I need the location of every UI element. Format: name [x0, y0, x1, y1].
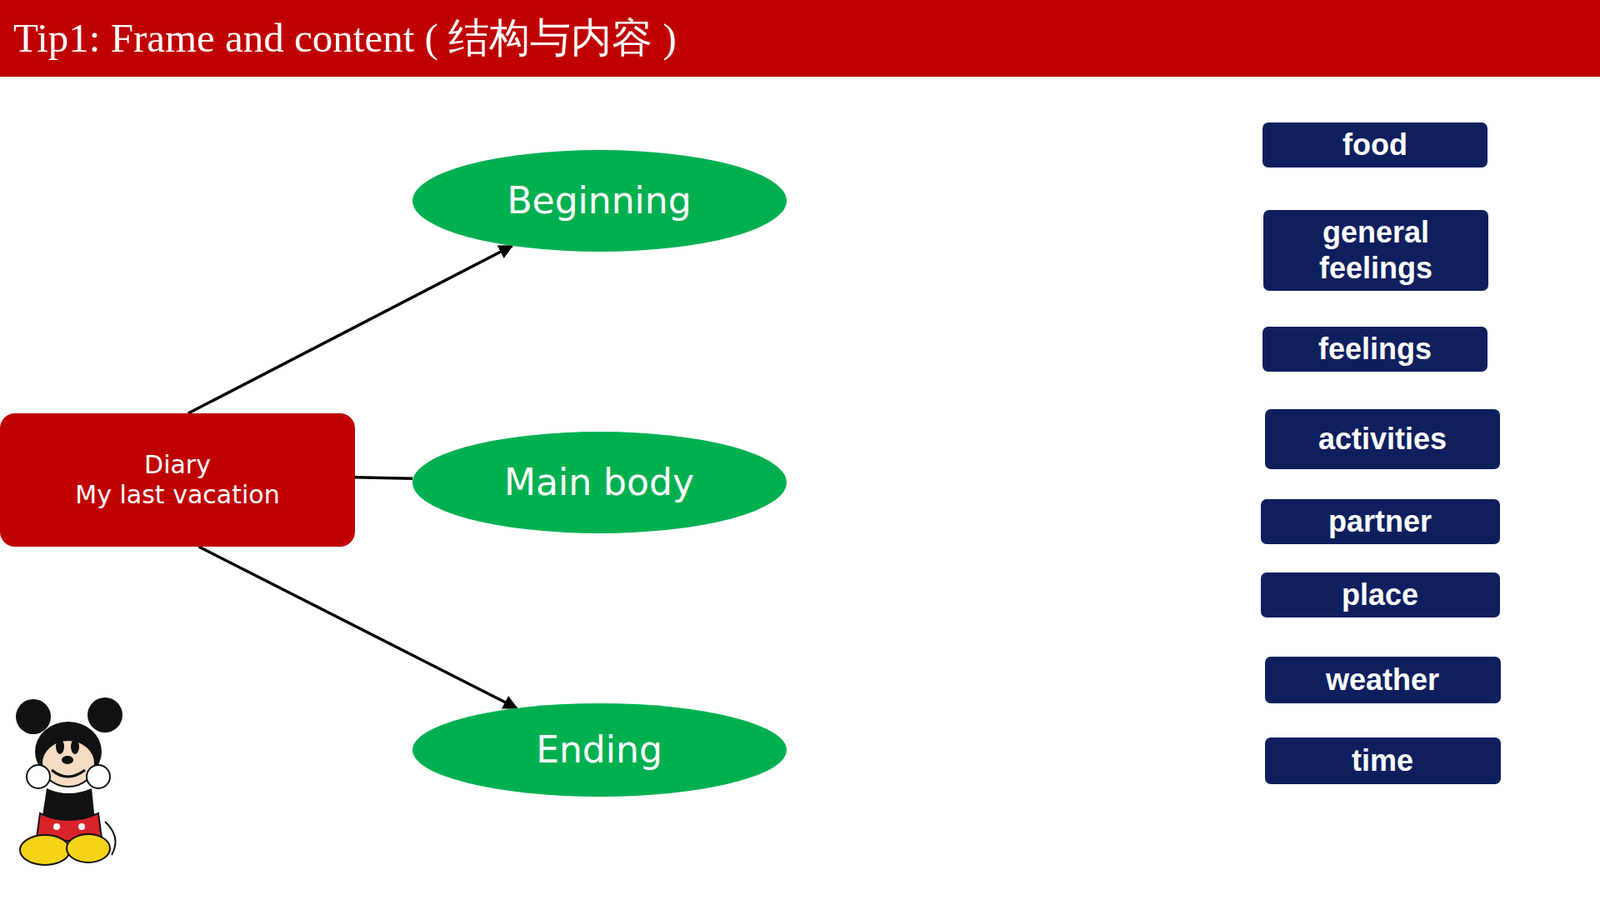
content-tag: partner	[1260, 499, 1500, 545]
node-text: place	[1341, 576, 1419, 613]
node-text: feelings	[1318, 330, 1432, 367]
content-tag: time	[1265, 737, 1501, 785]
section-ellipse: Main body	[412, 431, 787, 534]
section-ellipse: Ending	[412, 703, 787, 797]
connector-arrow	[199, 546, 517, 709]
content-tag: food	[1262, 122, 1488, 168]
node-text: time	[1351, 742, 1414, 779]
section-ellipse: Beginning	[412, 150, 787, 252]
mickey-illustration	[15, 696, 125, 869]
node-text: Main body	[504, 460, 695, 505]
connector-arrow	[188, 245, 513, 414]
node-text: food	[1342, 126, 1408, 163]
content-tag: general feelings	[1263, 210, 1489, 291]
topic-box: DiaryMy last vacation	[0, 413, 355, 547]
content-tag: weather	[1265, 656, 1501, 704]
node-text: activities	[1318, 420, 1447, 457]
node-subtext: My last vacation	[75, 480, 280, 510]
node-text: general feelings	[1273, 214, 1479, 286]
content-tag: place	[1260, 572, 1500, 618]
connector-arrow	[355, 477, 413, 479]
node-text: Ending	[535, 728, 663, 773]
node-text: Beginning	[506, 179, 691, 224]
node-text: weather	[1325, 661, 1440, 698]
node-text: partner	[1328, 503, 1432, 540]
slide-title: Tip1: Frame and content ( 结构与内容 )	[13, 0, 677, 77]
content-tag: activities	[1265, 409, 1500, 470]
node-text: Diary	[144, 450, 211, 480]
content-tag: feelings	[1262, 326, 1488, 372]
